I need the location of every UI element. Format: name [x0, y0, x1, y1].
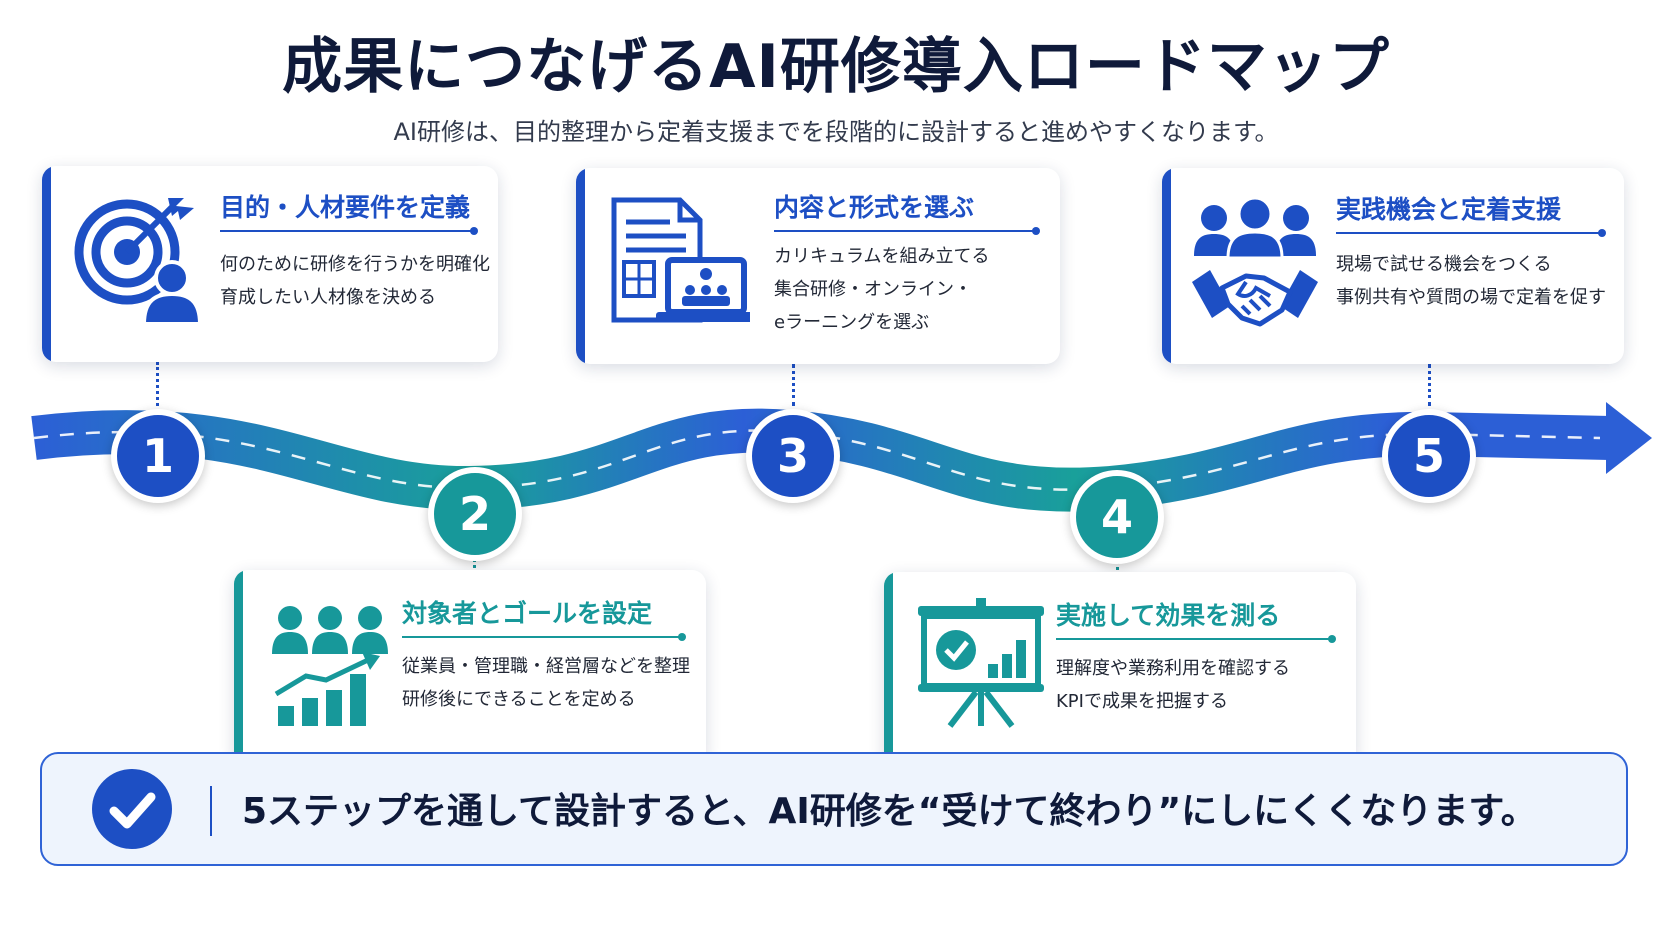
group-growth-icon	[272, 606, 388, 726]
step-title-4: 実施して効果を測る	[1056, 601, 1281, 630]
step-node-1: 1	[111, 409, 205, 503]
desc-line: 集合研修・オンライン・	[774, 279, 972, 300]
step-title-3: 内容と形式を選ぶ	[774, 193, 975, 222]
step-title-2: 対象者とゴールを設定	[402, 599, 653, 628]
step-desc-4: 理解度や業務利用を確認する KPIで成果を把握する	[1056, 652, 1290, 718]
page-subtitle: AI研修は、目的整理から定着支援までを段階的に設計すると進めやすくなります。	[393, 118, 1279, 146]
desc-line: 従業員・管理職・経営層などを整理	[402, 656, 690, 677]
title-underline	[1336, 229, 1606, 237]
card-accent-bar	[234, 570, 243, 766]
target-person-icon	[74, 198, 202, 324]
step-desc-2: 従業員・管理職・経営層などを整理 研修後にできることを定める	[402, 650, 690, 716]
connector-step-1	[156, 362, 159, 406]
desc-line: KPIで成果を把握する	[1056, 691, 1228, 712]
desc-line: 何のために研修を行うかを明確化	[220, 254, 490, 275]
step-desc-3: カリキュラムを組み立てる 集合研修・オンライン・ eラーニングを選ぶ	[774, 240, 989, 339]
title-underline	[1056, 635, 1336, 643]
road-arrow-head	[1606, 402, 1652, 474]
connector-step-5	[1428, 364, 1431, 406]
step-card-4: 実施して効果を測る 理解度や業務利用を確認する KPIで成果を把握する	[884, 572, 1356, 768]
step-card-1: 目的・人材要件を定義 何のために研修を行うかを明確化 育成したい人材像を決める	[42, 166, 498, 362]
desc-line: 事例共有や質問の場で定着を促す	[1336, 287, 1606, 308]
team-handshake-icon	[1192, 198, 1318, 327]
step-card-2: 対象者とゴールを設定 従業員・管理職・経営層などを整理 研修後にできることを定め…	[234, 570, 706, 766]
check-circle-icon	[92, 769, 172, 849]
desc-line: 理解度や業務利用を確認する	[1056, 658, 1290, 679]
step-node-5: 5	[1382, 409, 1476, 503]
document-laptop-icon	[611, 197, 750, 323]
step-card-5: 実践機会と定着支援 現場で試せる機会をつくる 事例共有や質問の場で定着を促す	[1162, 168, 1624, 364]
step-desc-1: 何のために研修を行うかを明確化 育成したい人材像を決める	[220, 248, 490, 314]
card-accent-bar	[576, 168, 585, 364]
desc-line: カリキュラムを組み立てる	[774, 246, 990, 267]
page-title: 成果につなげるAI研修導入ロードマップ	[282, 32, 1390, 102]
summary-divider	[210, 786, 212, 836]
desc-line: 育成したい人材像を決める	[220, 287, 436, 308]
card-accent-bar	[42, 166, 51, 362]
presentation-board-icon	[918, 598, 1044, 728]
card-accent-bar	[884, 572, 893, 768]
step-title-5: 実践機会と定着支援	[1336, 195, 1562, 224]
step-desc-5: 現場で試せる機会をつくる 事例共有や質問の場で定着を促す	[1336, 248, 1606, 314]
step-node-2: 2	[428, 467, 522, 561]
step-node-4: 4	[1070, 470, 1164, 564]
desc-line: 研修後にできることを定める	[402, 689, 636, 710]
card-accent-bar	[1162, 168, 1171, 364]
summary-text: 5ステップを通して設計すると、AI研修を“受けて終わり”にしにくくなります。	[242, 791, 1537, 832]
desc-line: eラーニングを選ぶ	[774, 312, 930, 333]
step-card-3: 内容と形式を選ぶ カリキュラムを組み立てる 集合研修・オンライン・ eラーニング…	[576, 168, 1060, 364]
step-node-3: 3	[746, 409, 840, 503]
title-underline	[220, 227, 478, 235]
summary-banner: 5ステップを通して設計すると、AI研修を“受けて終わり”にしにくくなります。	[40, 752, 1628, 866]
connector-step-3	[792, 364, 795, 406]
title-underline	[774, 227, 1040, 235]
step-title-1: 目的・人材要件を定義	[220, 193, 471, 222]
title-underline	[402, 633, 686, 641]
desc-line: 現場で試せる機会をつくる	[1336, 254, 1552, 275]
